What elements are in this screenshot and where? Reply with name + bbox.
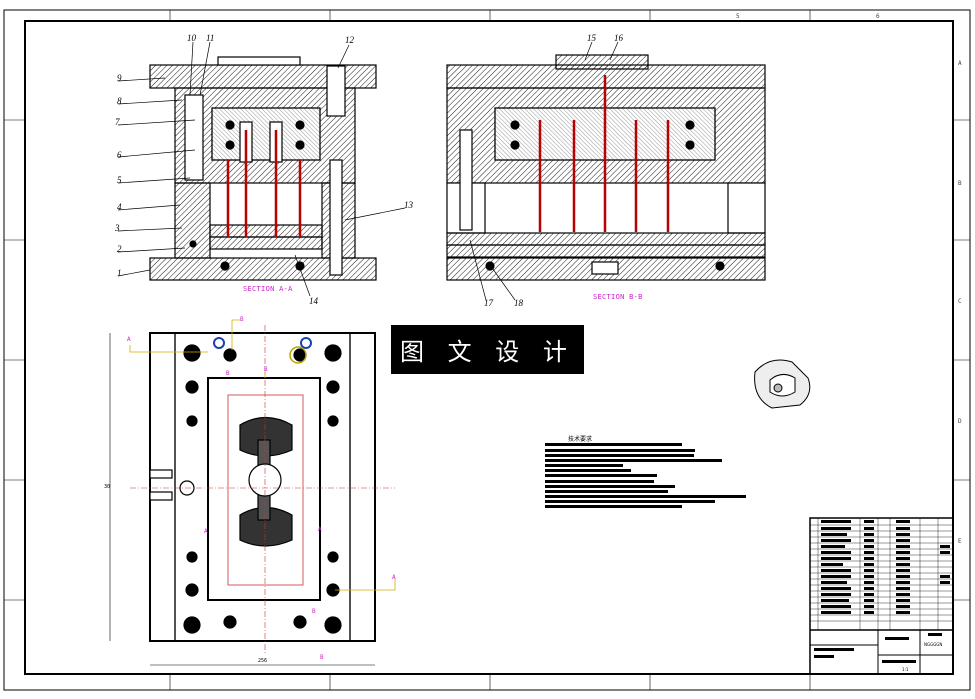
title-block-drawing-name: NGGGGN bbox=[924, 642, 943, 647]
section-a-a-view bbox=[149, 56, 377, 281]
title-block bbox=[809, 517, 954, 675]
title-block-scale: 1:1 bbox=[902, 667, 909, 672]
callout-8: 8 bbox=[117, 96, 122, 106]
dimension-height: 30 bbox=[104, 484, 111, 490]
callout-7: 7 bbox=[115, 117, 120, 127]
callout-11: 11 bbox=[206, 33, 215, 43]
view-marker-a-3: A bbox=[204, 528, 208, 535]
parts-list-fill bbox=[814, 520, 950, 663]
tech-requirements-title: 技术要求 bbox=[568, 436, 593, 443]
callout-10: 10 bbox=[187, 33, 196, 43]
tech-requirements-lines bbox=[545, 443, 746, 508]
zone-side-d: D bbox=[958, 418, 962, 425]
frame-ticks bbox=[4, 10, 970, 690]
callout-13: 13 bbox=[404, 200, 413, 210]
leader-lines bbox=[117, 41, 619, 301]
plan-view bbox=[109, 319, 396, 666]
callout-17: 17 bbox=[484, 298, 493, 308]
callout-12: 12 bbox=[345, 35, 354, 45]
callout-18: 18 bbox=[514, 298, 523, 308]
zone-side-c: C bbox=[958, 298, 962, 305]
view-marker-b-1: B bbox=[240, 316, 244, 323]
callout-1: 1 bbox=[117, 268, 122, 278]
callout-15: 15 bbox=[587, 33, 596, 43]
zone-side-a: A bbox=[958, 60, 962, 67]
view-marker-a-1: A bbox=[127, 336, 131, 343]
view-marker-b-3: B bbox=[320, 654, 324, 661]
zone-side-e: E bbox=[958, 538, 962, 545]
dimension-width: 256 bbox=[258, 658, 268, 664]
zone-side-b: B bbox=[958, 180, 962, 187]
callout-3: 3 bbox=[115, 223, 120, 233]
section-b-b-label: SECTION B-B bbox=[593, 293, 643, 301]
view-marker-b-5: B bbox=[312, 608, 316, 615]
parts-list-rows bbox=[810, 518, 953, 630]
callout-9: 9 bbox=[117, 73, 122, 83]
view-marker-b-4: B bbox=[226, 370, 230, 377]
callout-6: 6 bbox=[117, 150, 122, 160]
callout-16: 16 bbox=[614, 33, 623, 43]
section-b-b-view bbox=[446, 54, 766, 281]
part-isometric bbox=[754, 359, 811, 409]
outer-frame bbox=[3, 9, 971, 691]
zone-top-5: 5 bbox=[736, 13, 740, 20]
view-marker-a-2: A bbox=[392, 574, 396, 581]
callout-4: 4 bbox=[117, 202, 122, 212]
inner-frame bbox=[24, 20, 954, 675]
callout-5: 5 bbox=[117, 175, 122, 185]
section-a-a-label: SECTION A-A bbox=[243, 285, 293, 293]
zone-top-6: 6 bbox=[876, 13, 880, 20]
callout-14: 14 bbox=[309, 296, 318, 306]
view-marker-b-2: B bbox=[264, 366, 268, 373]
callout-2: 2 bbox=[117, 244, 122, 254]
watermark-banner: 图 文 设 计 bbox=[391, 325, 584, 374]
view-marker-a-4: A bbox=[318, 526, 322, 533]
